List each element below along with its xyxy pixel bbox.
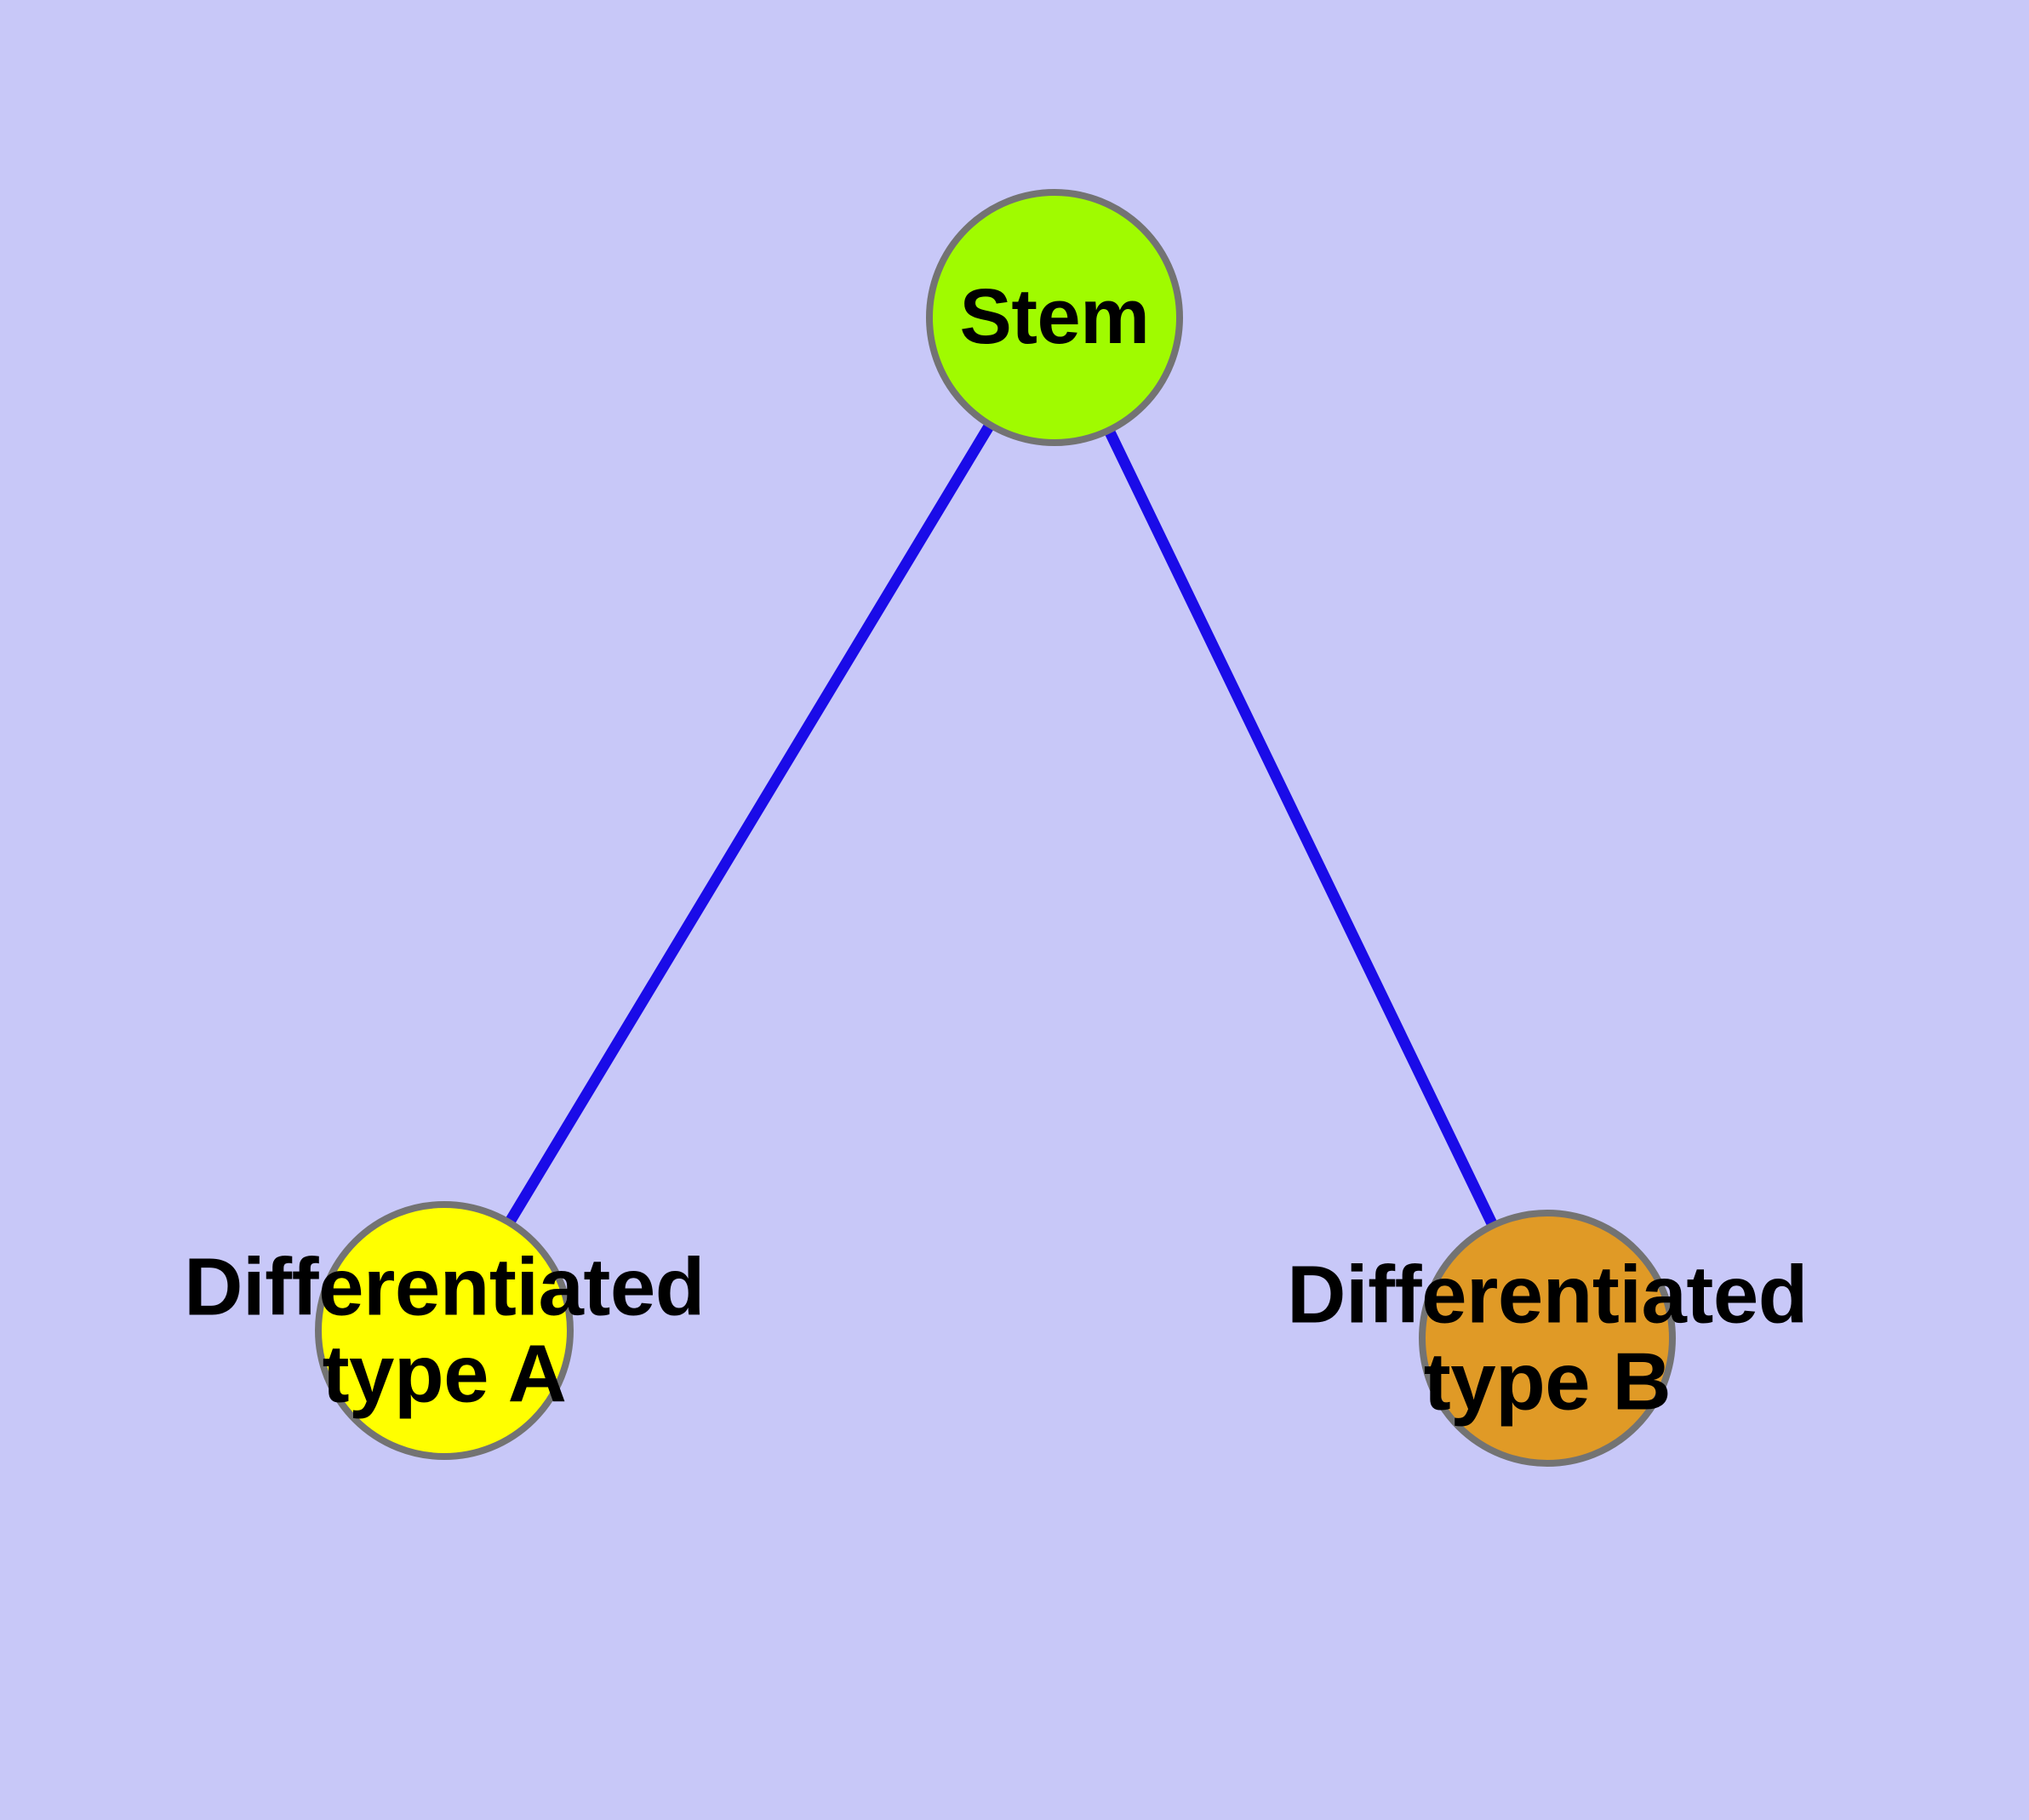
graph-node-stem[interactable]: [926, 189, 1183, 446]
graph-node-diff_b[interactable]: [1419, 1210, 1676, 1467]
graph-node-diff_a[interactable]: [315, 1201, 574, 1460]
edge-layer: [505, 423, 1498, 1227]
graph-edge: [1104, 429, 1498, 1227]
node-layer: [315, 189, 1676, 1467]
graph-edge: [505, 423, 994, 1224]
